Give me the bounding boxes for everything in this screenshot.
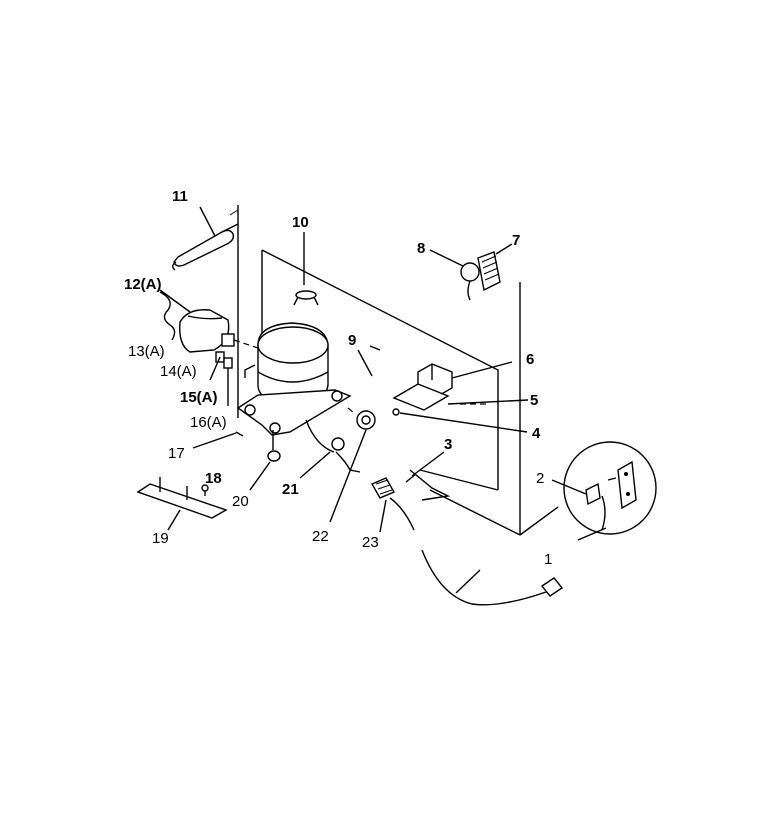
- part-7-capacitor: [477, 243, 513, 292]
- part-17-screw: [192, 431, 244, 449]
- part-15-relay-clip: [209, 351, 225, 381]
- part-labels: 1 2 3 4 5 6 7 8 9 10 11 12(A) 13(A) 14(A…: [124, 188, 552, 568]
- part-2-outlet-detail: [551, 441, 657, 541]
- part-12-harness: [159, 289, 191, 341]
- label-part-18: 18: [205, 470, 222, 487]
- part-16-bracket: [223, 357, 233, 406]
- label-part-11: 11: [172, 188, 188, 205]
- label-part-4: 4: [532, 425, 541, 442]
- part-14-overload: [221, 333, 259, 349]
- part-9-screw: [357, 345, 381, 377]
- label-part-15: 15(A): [180, 389, 218, 406]
- label-part-14: 14(A): [160, 363, 197, 380]
- label-part-6: 6: [526, 351, 534, 368]
- label-part-8: 8: [417, 240, 425, 257]
- label-part-12: 12(A): [124, 276, 162, 293]
- label-part-20: 20: [232, 493, 249, 510]
- part-11-drier: [172, 206, 239, 271]
- label-part-23: 23: [362, 534, 379, 551]
- label-part-7: 7: [512, 232, 520, 249]
- label-part-22: 22: [312, 528, 329, 545]
- label-part-3: 3: [444, 436, 452, 453]
- label-part-13: 13(A): [128, 343, 165, 360]
- label-part-1: 1: [544, 551, 552, 568]
- part-8-relay: [429, 249, 480, 301]
- label-part-10: 10: [292, 214, 309, 231]
- part-22-ring: [329, 407, 376, 523]
- label-part-2: 2: [536, 470, 544, 487]
- part-10-clip: [293, 232, 319, 306]
- label-part-19: 19: [152, 530, 169, 547]
- part-20-grommet: [249, 450, 281, 491]
- part-5-bracket: [392, 383, 529, 411]
- compressor: [244, 322, 329, 406]
- part-1-power-cord: [421, 549, 564, 606]
- label-part-21: 21: [282, 481, 299, 498]
- label-part-9: 9: [348, 332, 356, 349]
- part-3-clip: [405, 451, 451, 501]
- part-23-terminal: [371, 477, 415, 533]
- compressor-base: [236, 389, 352, 450]
- label-part-17: 17: [168, 445, 185, 462]
- part-18-screw: [201, 484, 209, 496]
- part-19-mounting-bracket: [136, 477, 228, 531]
- part-4-screw: [392, 408, 528, 433]
- label-part-5: 5: [530, 392, 538, 409]
- label-part-16: 16(A): [190, 414, 227, 431]
- cabinet-outline: [229, 205, 559, 536]
